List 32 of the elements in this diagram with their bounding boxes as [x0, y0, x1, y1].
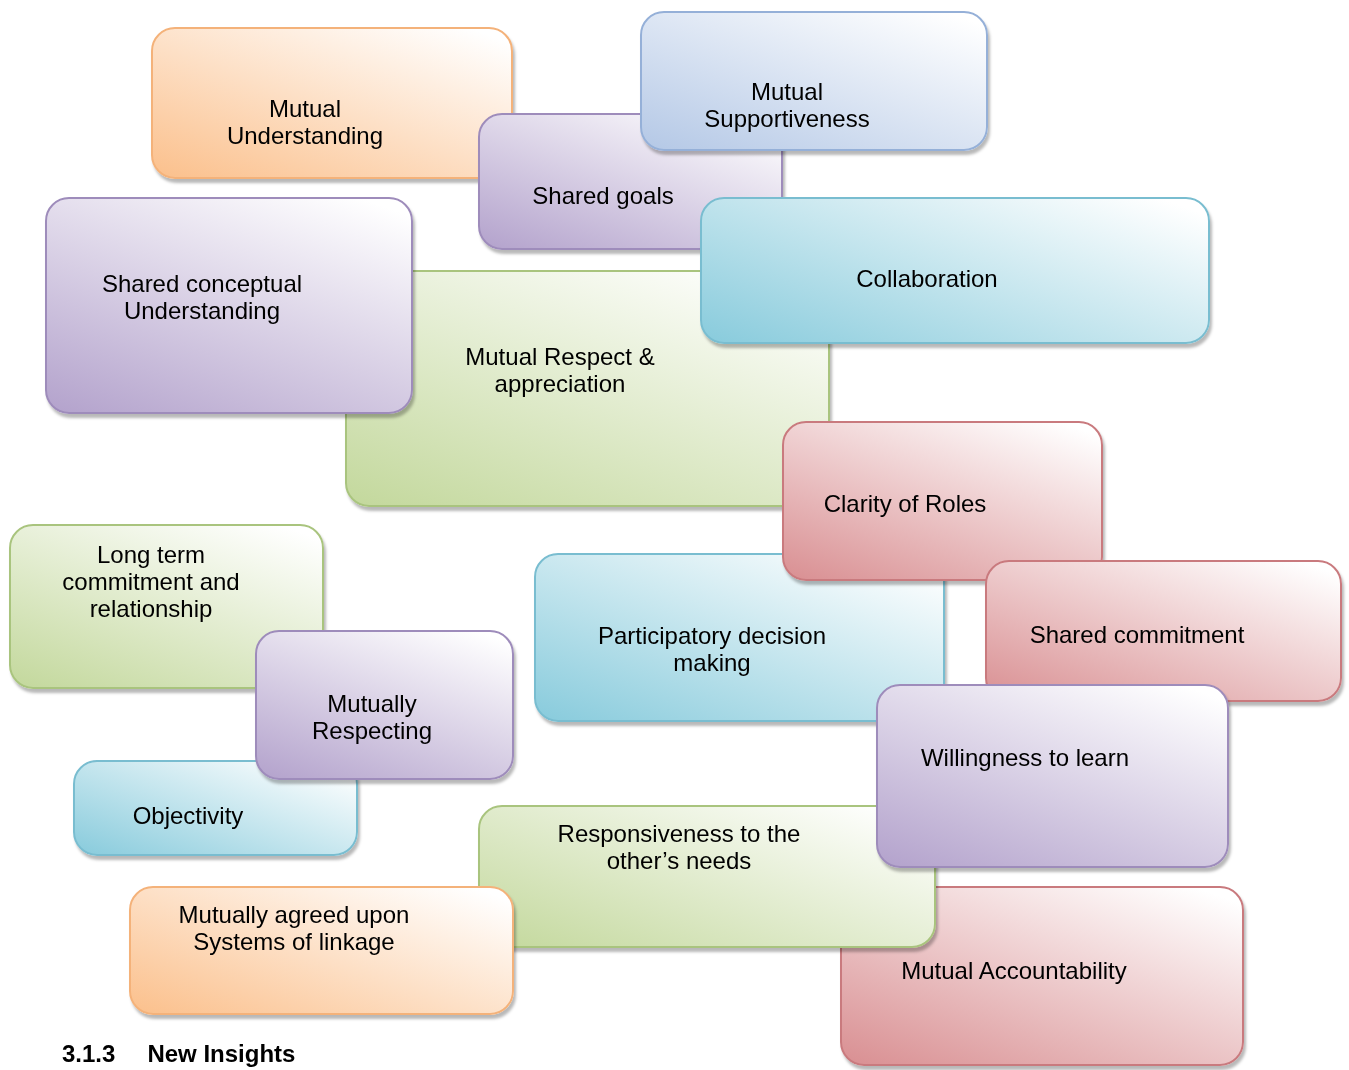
- box-label: Objectivity: [131, 802, 245, 829]
- rounded-box: [876, 684, 1229, 868]
- rounded-box: [700, 197, 1210, 344]
- box-label: Mutual Supportiveness: [703, 78, 871, 132]
- rounded-box: [9, 524, 324, 689]
- box-label: Mutual Accountability: [900, 957, 1128, 984]
- box-label: Clarity of Roles: [822, 490, 988, 517]
- rounded-box: [534, 553, 945, 722]
- box-label: Willingness to learn: [919, 744, 1131, 771]
- box-label: Shared conceptual Understanding: [100, 270, 304, 324]
- rounded-box: [73, 760, 358, 856]
- section-number: 3.1.3: [62, 1040, 116, 1068]
- rounded-box: [151, 27, 513, 179]
- box-label: Mutual Respect & appreciation: [464, 343, 656, 397]
- rounded-box: [478, 805, 936, 948]
- rounded-box: [129, 886, 514, 1015]
- box-label: Mutually Respecting: [310, 690, 434, 744]
- box-label: Mutual Understanding: [225, 95, 385, 149]
- rounded-box: [45, 197, 413, 414]
- rounded-box: [985, 560, 1342, 702]
- box-label: Collaboration: [855, 265, 999, 292]
- rounded-box: [640, 11, 988, 151]
- box-label: Mutually agreed upon Systems of linkage: [177, 901, 411, 955]
- box-label: Shared commitment: [1028, 621, 1246, 648]
- rounded-box: [782, 421, 1103, 581]
- box-label: Responsiveness to the other’s needs: [556, 820, 802, 874]
- section-heading: New Insights: [147, 1040, 296, 1068]
- rounded-box: [255, 630, 514, 780]
- box-label: Participatory decision making: [596, 622, 828, 676]
- box-label: Shared goals: [531, 182, 675, 209]
- rounded-box: [840, 886, 1244, 1066]
- box-label: Long term commitment and relationship: [61, 541, 241, 622]
